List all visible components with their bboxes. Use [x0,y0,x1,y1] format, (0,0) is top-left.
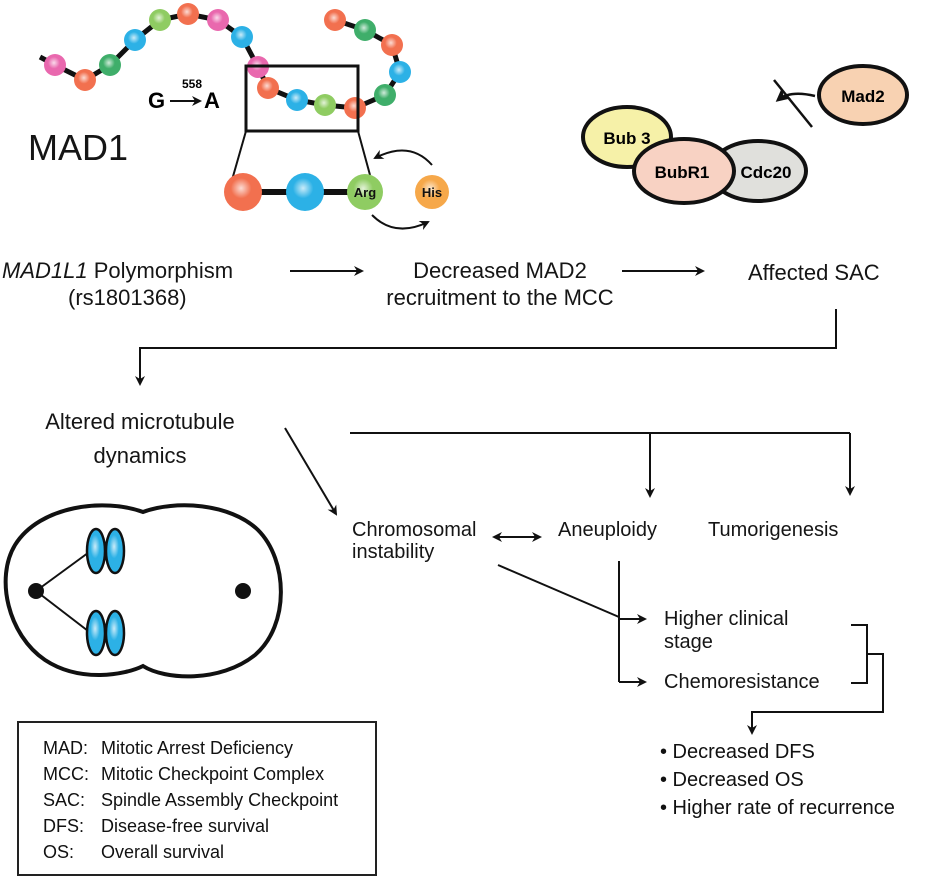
centrosome-right [235,583,251,599]
tumorigenesis: Tumorigenesis [708,519,839,541]
outcome-decreased-os: • Decreased OS [660,769,804,791]
clinical-stage-line1: Higher clinical [664,608,789,630]
centrosome-left [28,583,44,599]
bubr1-protein [632,137,736,205]
cdc20-label: Cdc20 [740,163,791,182]
his-residue: His [415,175,449,209]
clinical-stage-line2: stage [664,631,713,653]
amino-acid-bead [314,94,336,116]
chromatid [85,609,107,657]
legend-definition: Overall survival [101,842,225,862]
legend-definition: Mitotic Arrest Deficiency [101,738,294,758]
bub3-label: Bub 3 [603,129,650,148]
substitution-arrow-bottom [371,214,430,230]
legend-abbr: SAC: [43,790,86,810]
amino-acid-bead [324,9,346,31]
amino-acid-bead [231,26,253,48]
aneuploidy: Aneuploidy [558,519,657,541]
bubr1-label: BubR1 [655,163,710,182]
legend-abbr: OS: [43,842,75,862]
legend-definition: Disease-free survival [101,816,270,836]
arg-residue: Arg [347,174,383,210]
protein-name: MAD1 [28,127,129,168]
amino-acid-bead [149,9,171,31]
microtubule-line1: Altered microtubule [45,409,235,434]
amino-acid-bead [286,89,308,111]
mad2-recruitment-line1: Decreased MAD2 [413,258,587,283]
chromatid [104,609,126,657]
cin-line2: instability [352,541,435,563]
magnified-bead-1 [224,173,262,211]
polymorphism-label: MAD1L1 Polymorphism [2,258,233,284]
chromatid [104,527,126,575]
mad2-label: Mad2 [841,87,884,106]
mad2-recruitment-line2: recruitment to the MCC [386,285,614,310]
cin-to-clinical-line [497,564,620,618]
legend-abbr: MAD: [43,738,88,758]
amino-acid-bead [177,3,199,25]
gene-name: MAD1L1 [2,258,88,283]
amino-acid-bead [44,54,66,76]
arg-label: Arg [354,185,376,200]
microtubule-line2: dynamics [93,443,187,468]
amino-acid-bead [381,34,403,56]
legend-abbr: MCC: [43,764,89,784]
polymorphism-text: Polymorphism [87,258,234,283]
mutation-position: 558 [182,77,202,91]
legend-definition: Spindle Assembly Checkpoint [101,790,339,810]
mutation-from: G [148,88,165,113]
amino-acid-bead [257,77,279,99]
arrow-sac-to-microtubule [135,309,837,386]
mutation-to: A [204,88,220,113]
chemoresistance: Chemoresistance [664,671,820,693]
outcome-decreased-dfs: • Decreased DFS [660,741,815,763]
mad1-protein-chain [38,3,411,119]
outcome-bracket [851,624,868,684]
arrow-microtubule-to-cin [284,427,338,516]
outcome-recurrence: • Higher rate of recurrence [660,797,895,819]
chromatid [85,527,107,575]
amino-acid-bead [389,61,411,83]
amino-acid-bead [374,84,396,106]
his-label: His [422,185,442,200]
blocked-binding-icon [773,79,816,128]
mcc-complex: Bub 3 BubR1 Cdc20 [581,105,808,205]
polymorphism-id: (rs1801368) [68,285,187,310]
amino-acid-bead [99,54,121,76]
legend-abbr: DFS: [43,816,85,836]
zoom-line-right [357,130,371,176]
amino-acid-bead [344,97,366,119]
legend-definition: Mitotic Checkpoint Complex [101,764,325,784]
dividing-cell-illustration [3,503,283,679]
amino-acid-bead [354,19,376,41]
zoom-box [244,64,360,133]
abbreviation-legend: MAD: Mitotic Arrest Deficiency MCC: Mito… [17,721,377,876]
magnified-bead-2 [286,173,324,211]
amino-acid-bead [74,69,96,91]
spindle-fiber-top [35,549,93,592]
zoom-line-left [231,130,247,181]
mad2-protein: Mad2 [817,64,909,126]
spindle-fiber-bottom [35,590,93,635]
affected-sac: Affected SAC [748,260,880,285]
cell-membrane [3,503,283,679]
amino-acid-bead [124,29,146,51]
cin-line1: Chromosomal [352,519,477,541]
amino-acid-bead [207,9,229,31]
arrow-to-outcomes [747,653,884,735]
substitution-arrow-top [373,149,433,166]
